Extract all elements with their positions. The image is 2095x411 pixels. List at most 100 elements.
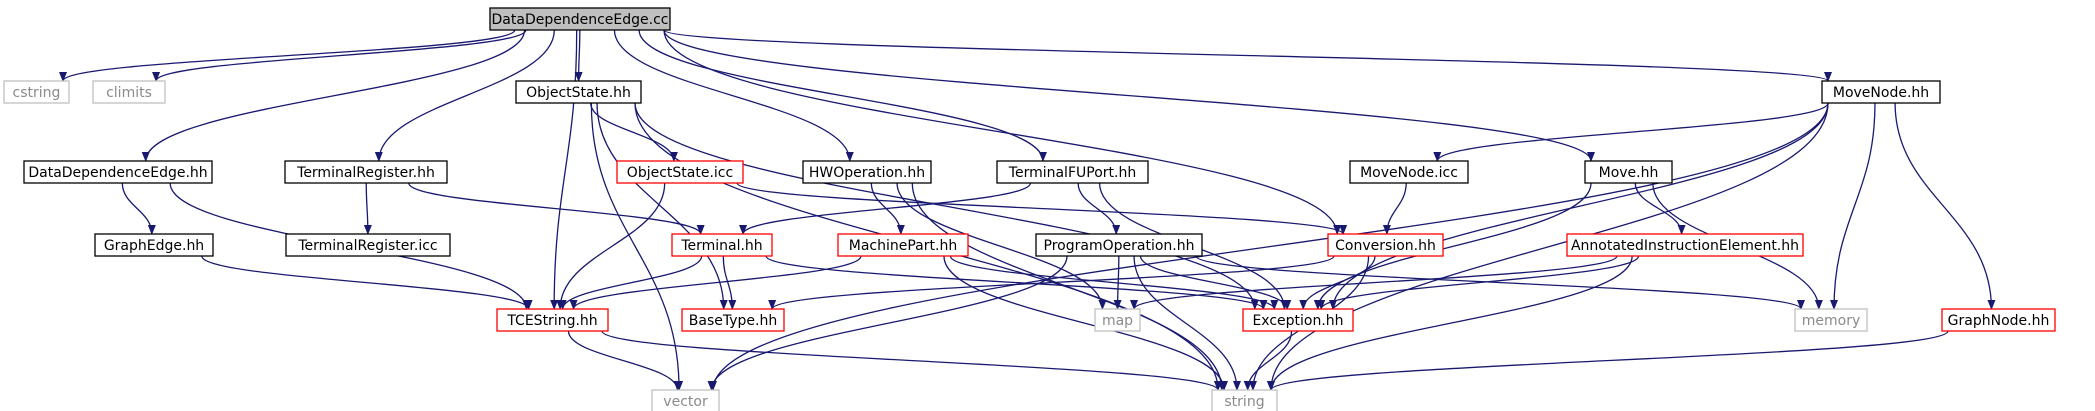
edge-termh-to-tces bbox=[558, 255, 703, 310]
node-tregh[interactable]: TerminalRegister.hh bbox=[284, 160, 448, 184]
edge-tfup-to-termh bbox=[739, 182, 1032, 235]
edge-poh-to-vector bbox=[707, 255, 1068, 391]
edge-tces-to-vector bbox=[567, 330, 682, 391]
node-poh[interactable]: ProgramOperation.hh bbox=[1035, 233, 1203, 257]
edge-root-to-convh bbox=[663, 29, 1342, 235]
edge-aieh-to-string bbox=[1266, 255, 1633, 391]
node-ddeh[interactable]: DataDependenceEdge.hh bbox=[23, 160, 213, 184]
node-label-tregh: TerminalRegister.hh bbox=[296, 165, 435, 181]
node-box-moveh bbox=[1584, 160, 1673, 184]
node-label-osicc: ObjectState.icc bbox=[627, 165, 733, 181]
node-label-exch: Exception.hh bbox=[1252, 313, 1343, 329]
node-box-mnicc bbox=[1349, 160, 1469, 184]
node-mnh[interactable]: MoveNode.hh bbox=[1821, 80, 1941, 104]
node-label-ddeh: DataDependenceEdge.hh bbox=[28, 165, 207, 181]
node-mnicc[interactable]: MoveNode.icc bbox=[1349, 160, 1469, 184]
node-convh[interactable]: Conversion.hh bbox=[1327, 233, 1444, 257]
node-box-vector bbox=[651, 389, 720, 411]
edge-ddeh-to-geh bbox=[121, 182, 156, 235]
node-climits: climits bbox=[92, 80, 166, 104]
node-memory: memory bbox=[1794, 308, 1868, 332]
edge-root-to-climits bbox=[152, 29, 527, 82]
node-btype[interactable]: BaseType.hh bbox=[681, 308, 785, 332]
node-osh[interactable]: ObjectState.hh bbox=[515, 80, 642, 104]
edge-mnh-to-memory bbox=[1830, 102, 1876, 310]
node-label-moveh: Move.hh bbox=[1599, 165, 1659, 181]
edge-root-to-tfup bbox=[638, 29, 1047, 162]
node-hwop[interactable]: HWOperation.hh bbox=[802, 160, 932, 184]
node-box-tregh bbox=[284, 160, 448, 184]
edge-termh-to-exch bbox=[765, 255, 1268, 310]
node-termh[interactable]: Terminal.hh bbox=[671, 233, 773, 257]
node-label-termh: Terminal.hh bbox=[680, 238, 762, 254]
node-mph[interactable]: MachinePart.hh bbox=[837, 233, 969, 257]
node-label-mnh: MoveNode.hh bbox=[1833, 85, 1929, 101]
node-box-tces bbox=[496, 308, 609, 332]
node-box-gnh bbox=[1941, 308, 2056, 332]
edge-tfup-to-poh bbox=[1077, 182, 1121, 235]
edge-mnh-to-mnicc bbox=[1433, 102, 1829, 162]
node-aieh[interactable]: AnnotatedInstructionElement.hh bbox=[1566, 233, 1804, 257]
node-label-root: DataDependenceEdge.cc bbox=[492, 12, 669, 28]
node-label-mnicc: MoveNode.icc bbox=[1360, 165, 1458, 181]
edge-aieh-to-exch bbox=[1317, 255, 1640, 310]
edge-root-to-moveh bbox=[663, 29, 1595, 162]
node-osicc[interactable]: ObjectState.icc bbox=[616, 160, 744, 184]
edge-osh-to-btype bbox=[596, 102, 728, 310]
node-label-map: map bbox=[1102, 313, 1133, 329]
edge-mnh-to-string bbox=[1267, 102, 1829, 391]
edge-tregh-to-termh bbox=[408, 182, 705, 235]
edge-poh-to-memory bbox=[1195, 255, 1805, 310]
node-label-tfup: TerminalFUPort.hh bbox=[1008, 165, 1136, 181]
edge-exch-to-string bbox=[1243, 330, 1293, 391]
node-box-ddeh bbox=[23, 160, 213, 184]
edge-gnh-to-string bbox=[1267, 330, 1949, 391]
node-box-geh bbox=[94, 233, 214, 257]
edge-osicc-to-tces bbox=[556, 182, 666, 310]
node-gnh[interactable]: GraphNode.hh bbox=[1941, 308, 2056, 332]
edge-termh-to-btype bbox=[722, 255, 737, 310]
edge-root-to-hwop bbox=[613, 29, 854, 162]
edge-moveh-to-exch bbox=[1313, 182, 1592, 310]
node-exch[interactable]: Exception.hh bbox=[1242, 308, 1354, 332]
node-tregicc[interactable]: TerminalRegister.icc bbox=[285, 233, 451, 257]
node-box-tregicc bbox=[285, 233, 451, 257]
node-geh[interactable]: GraphEdge.hh bbox=[94, 233, 214, 257]
file-nodes: DataDependenceEdge.cc cstring climitsDataD… bbox=[3, 7, 2056, 411]
node-root[interactable]: DataDependenceEdge.cc bbox=[489, 7, 671, 31]
node-label-mph: MachinePart.hh bbox=[849, 238, 957, 254]
node-label-aieh: AnnotatedInstructionElement.hh bbox=[1571, 238, 1799, 254]
node-box-hwop bbox=[802, 160, 932, 184]
edge-convh-to-btype bbox=[768, 255, 1335, 310]
node-box-cstring bbox=[3, 80, 70, 104]
node-box-osh bbox=[515, 80, 642, 104]
node-tfup[interactable]: TerminalFUPort.hh bbox=[996, 160, 1149, 184]
node-box-mph bbox=[837, 233, 969, 257]
node-label-climits: climits bbox=[106, 85, 152, 101]
node-box-memory bbox=[1794, 308, 1868, 332]
edge-mnh-to-vector bbox=[709, 102, 1829, 391]
edge-root-to-osh bbox=[574, 29, 583, 82]
node-moveh[interactable]: Move.hh bbox=[1584, 160, 1673, 184]
edge-moveh-to-aieh bbox=[1634, 182, 1686, 235]
node-box-poh bbox=[1035, 233, 1203, 257]
edge-hwop-to-string bbox=[911, 182, 1226, 391]
node-vector: vector bbox=[651, 389, 720, 411]
node-box-btype bbox=[681, 308, 785, 332]
node-label-tces: TCEString.hh bbox=[506, 313, 597, 329]
node-label-string: string bbox=[1224, 394, 1264, 410]
node-map: map bbox=[1094, 308, 1141, 332]
node-label-hwop: HWOperation.hh bbox=[809, 165, 925, 181]
edge-mph-to-tces bbox=[569, 255, 862, 310]
edge-aieh-to-map bbox=[1130, 255, 1618, 310]
node-label-memory: memory bbox=[1802, 313, 1861, 329]
node-box-exch bbox=[1242, 308, 1354, 332]
edge-poh-to-map bbox=[1113, 255, 1122, 310]
node-label-geh: GraphEdge.hh bbox=[104, 238, 204, 254]
node-cstring: cstring bbox=[3, 80, 70, 104]
node-tces[interactable]: TCEString.hh bbox=[496, 308, 609, 332]
edge-root-to-tces bbox=[550, 29, 578, 310]
edge-root-to-cstring bbox=[59, 29, 516, 82]
node-label-tregicc: TerminalRegister.icc bbox=[297, 238, 437, 254]
node-box-mnh bbox=[1821, 80, 1941, 104]
